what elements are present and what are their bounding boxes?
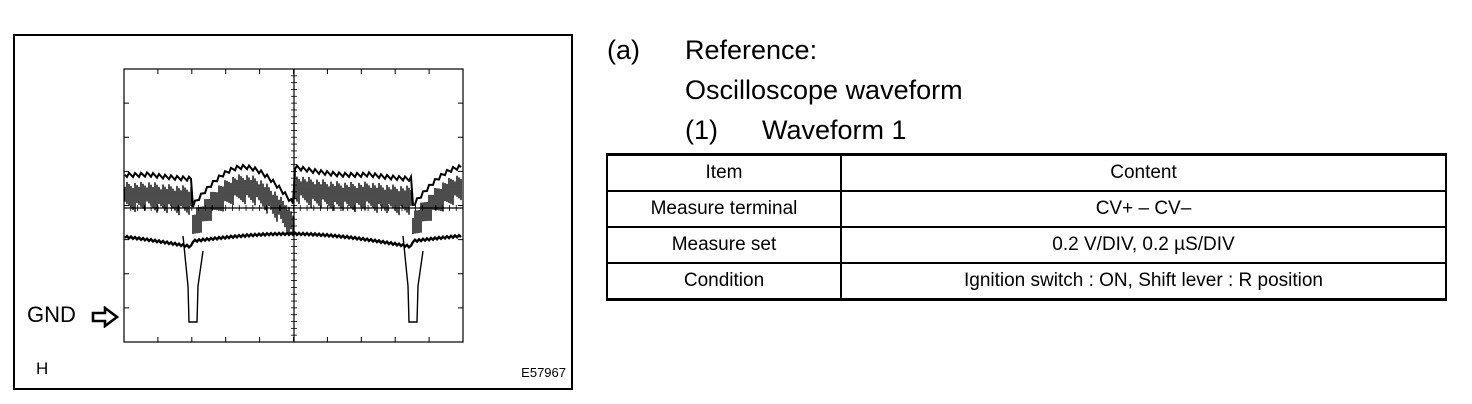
waveform-lower-trace xyxy=(124,231,462,249)
oscilloscope-figure: GND H E57967 xyxy=(13,34,573,390)
reference-item-number: (a) xyxy=(607,35,640,65)
waveform-upper-envelope xyxy=(124,163,462,208)
table-row: Condition Ignition switch : ON, Shift le… xyxy=(606,262,1447,301)
row-content: Ignition switch : ON, Shift lever : R po… xyxy=(840,262,1447,301)
row-content: CV+ – CV– xyxy=(840,190,1447,228)
row-item: Measure terminal xyxy=(606,190,842,228)
waveform-noise-band xyxy=(124,174,462,323)
measurement-table: Item Content Measure terminal CV+ – CV– … xyxy=(606,153,1447,301)
table-row: Measure set 0.2 V/DIV, 0.2 µS/DIV xyxy=(606,226,1447,264)
waveform-title: Waveform 1 xyxy=(762,115,907,145)
range-label: H xyxy=(36,359,49,378)
oscilloscope-screen xyxy=(123,68,464,343)
table-row: Measure terminal CV+ – CV– xyxy=(606,190,1447,228)
reference-heading: Reference: xyxy=(685,35,818,65)
right-arrow-icon xyxy=(91,306,119,328)
gnd-label: GND xyxy=(27,302,76,327)
row-item: Measure set xyxy=(606,226,842,264)
reference-subheading: Oscilloscope waveform xyxy=(685,75,963,105)
table-header-row: Item Content xyxy=(606,153,1447,192)
header-content: Content xyxy=(840,153,1447,192)
waveform-number: (1) xyxy=(685,115,718,145)
header-item: Item xyxy=(606,153,842,192)
figure-code: E57967 xyxy=(521,365,566,380)
row-content: 0.2 V/DIV, 0.2 µS/DIV xyxy=(840,226,1447,264)
row-item: Condition xyxy=(606,262,842,301)
